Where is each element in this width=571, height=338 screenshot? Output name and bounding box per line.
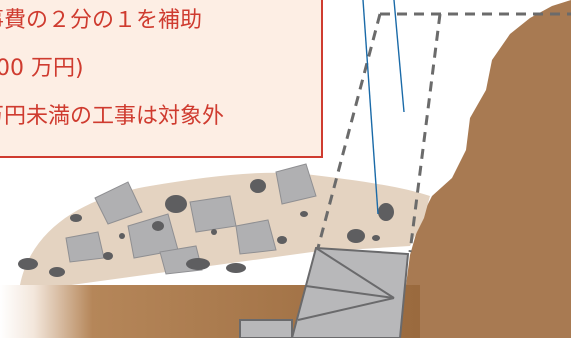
subsidy-info-box: 事費の２分の１を補助 500 万円) 万円未満の工事は対象外 [0, 0, 323, 158]
subsidy-rate-text: 事費の２分の１を補助 [0, 8, 203, 33]
dashed-outline [316, 12, 571, 253]
angular-stones [65, 163, 317, 275]
retaining-wall [239, 246, 410, 338]
guide-lines [362, 0, 405, 215]
dark-pebbles [18, 179, 394, 277]
slope-soil [400, 0, 571, 338]
subsidy-limit-text: 500 万円) [0, 56, 84, 81]
exclusion-text: 万円未満の工事は対象外 [0, 104, 225, 129]
